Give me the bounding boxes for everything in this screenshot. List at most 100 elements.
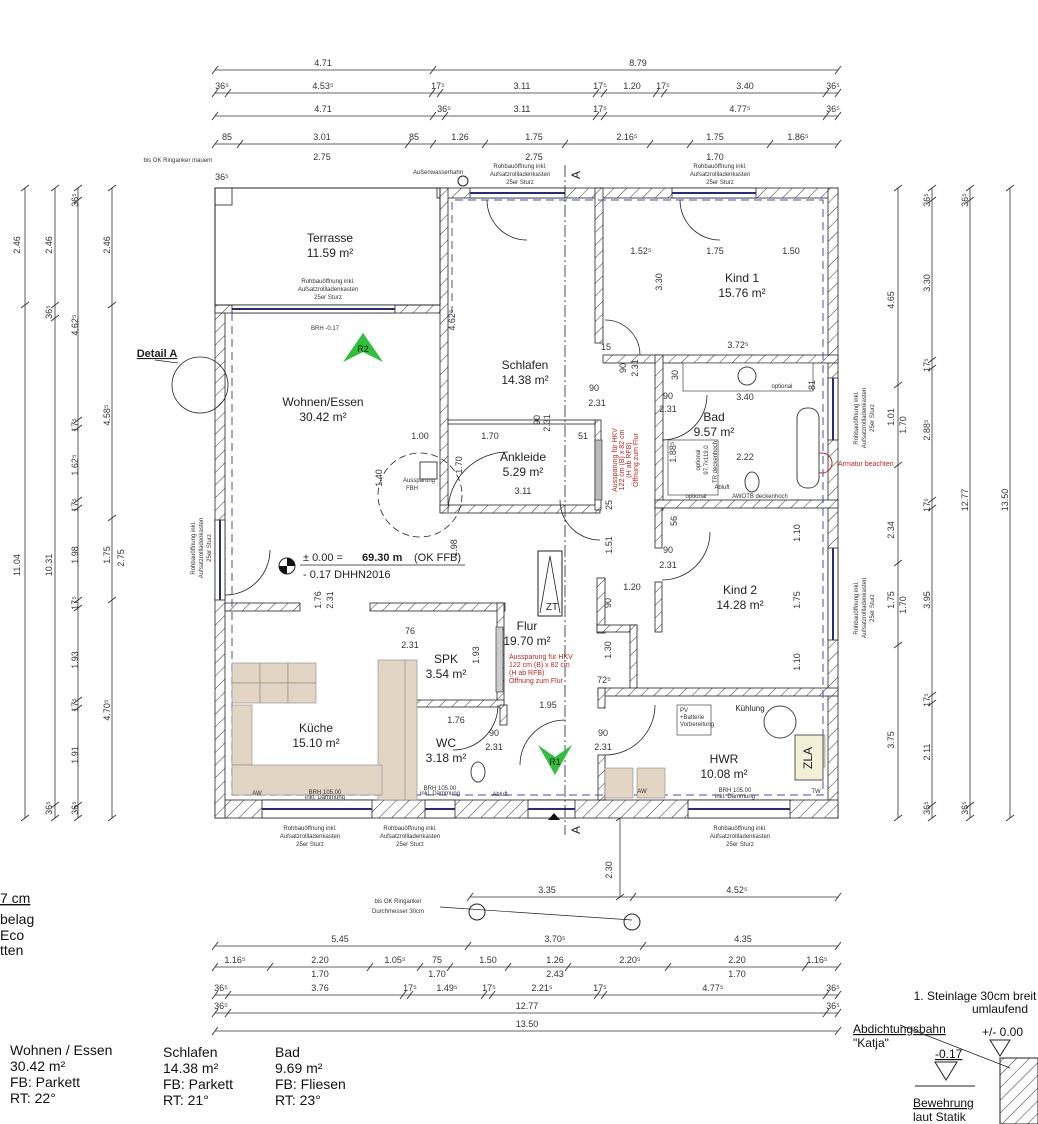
- dimension-label: 1.49⁵: [436, 983, 458, 993]
- legend-name: Bad: [275, 1044, 300, 1060]
- dimension-label: 1.98: [70, 546, 80, 564]
- dimension-lines: [20, 65, 1015, 1036]
- room-name-schlafen: Schlafen: [502, 358, 549, 372]
- dimension-label: 4.71: [314, 104, 332, 114]
- marker-r1-label: R1: [549, 757, 561, 767]
- dimension-label: 4.52⁵: [726, 885, 748, 895]
- dimension-label: 1.70: [898, 596, 908, 614]
- hkv-note: 122 cm (B) x 82 cm: [509, 662, 570, 669]
- dimension-label: 2.31: [542, 414, 552, 432]
- hkv-recess: [495, 626, 504, 693]
- kuehlung-label: Kühlung: [735, 704, 764, 713]
- room-name-bad: Bad: [703, 410, 724, 424]
- dimension-label: 5.45: [331, 934, 349, 944]
- rohbau-note: 25er Sturz: [726, 842, 754, 848]
- dimension-label: 2.20: [311, 955, 329, 965]
- dimension-label: 17⁵: [482, 983, 496, 993]
- rohbau-note: Aufsatzrollladenkasten: [199, 518, 205, 578]
- level-value: 69.30 m: [362, 552, 403, 564]
- dimension-label: 1.70: [311, 969, 329, 979]
- dimension-label: 4.77⁵: [729, 104, 751, 114]
- marker-r2-label: R2: [357, 344, 369, 354]
- dimension-label: 36⁵: [922, 801, 932, 815]
- dimension-label: 8.79: [629, 58, 647, 68]
- door-swing: [559, 499, 601, 541]
- room-name-terrasse: Terrasse: [307, 231, 353, 245]
- water-tap-label: Außenwasserhahn: [413, 170, 463, 176]
- dimension-label: 4.58⁵: [102, 404, 112, 426]
- dimension-label: 17⁵: [403, 983, 417, 993]
- fbh-label: Aussparung: [403, 478, 435, 484]
- toilet-icon: [744, 471, 760, 493]
- detail-section-label: -0.17: [935, 1047, 963, 1061]
- door-swing: [604, 704, 656, 756]
- rohbau-note: Rohbauöffnung inkl.: [854, 581, 860, 635]
- room-name-kind1: Kind 1: [725, 271, 759, 285]
- room-area-flur: 19.70 m²: [503, 634, 550, 648]
- cut-legend-text: Eco: [0, 927, 24, 943]
- section-arrow-icon: [548, 813, 560, 820]
- wall: [594, 187, 604, 344]
- room-area-kind2: 14.28 m²: [716, 598, 763, 612]
- furniture-block: [231, 764, 383, 796]
- wall: [369, 602, 506, 612]
- detail-a-circle: [171, 356, 229, 414]
- room-area-hwr: 10.08 m²: [700, 767, 747, 781]
- rohbau-note: Aufsatzrollladenkasten: [490, 172, 550, 178]
- dimension-label: 1.16⁵: [224, 955, 246, 965]
- dimension-label: 11.04: [12, 554, 22, 576]
- abluft-label: Abluft: [492, 792, 508, 798]
- dimension-label: 3.76: [311, 983, 329, 993]
- dimension-label: 3.11: [514, 81, 531, 91]
- dimension-label: 1.75: [525, 132, 543, 142]
- brh-label: BRH 105.00: [424, 786, 457, 792]
- room-name-wohnen: Wohnen/Essen: [282, 395, 363, 409]
- wall: [597, 687, 839, 697]
- dimension-label: 36⁵: [214, 983, 228, 993]
- rohbau-note: Rohbauöffnung inkl.: [493, 164, 547, 170]
- room-area-wc: 3.18 m²: [426, 751, 467, 765]
- cut-legend-text: 7 cm: [0, 890, 30, 906]
- dimension-label: 2.30: [604, 861, 614, 879]
- door-swing: [486, 199, 528, 241]
- dimension-label: 56: [669, 516, 679, 526]
- dimension-label: 1.75: [886, 591, 896, 609]
- abluft-label: Abluft: [714, 485, 730, 491]
- toilet-icon: [470, 761, 486, 783]
- room-area-kueche: 15.10 m²: [292, 736, 339, 750]
- detail-section-label: Bewehrung: [913, 1096, 974, 1110]
- room-name-kueche: Küche: [299, 721, 333, 735]
- rohbau-note: 25er Sturz: [314, 295, 342, 301]
- dimension-label: 1.86⁵: [787, 132, 809, 142]
- dimension-label: 2.75: [313, 152, 331, 162]
- dimension-label: 17⁵: [593, 104, 607, 114]
- dimension-label: 90: [603, 598, 613, 608]
- legend-area: 30.42 m²: [10, 1058, 66, 1074]
- legend-floor: FB: Fliesen: [275, 1076, 346, 1092]
- dimension-label: 2.88⁵: [922, 419, 932, 441]
- dimension-label: 76: [405, 626, 415, 636]
- dimension-label: 1.70: [898, 416, 908, 434]
- dimension-label: 17⁵: [593, 81, 607, 91]
- dimension-label: 4.62⁵: [70, 314, 80, 336]
- dimension-label: 1.40: [374, 469, 384, 487]
- wall: [654, 581, 663, 633]
- dimension-label: 17⁵: [70, 418, 80, 432]
- dimension-label: 3.70⁵: [544, 934, 566, 944]
- dimension-label: 1.52⁵: [630, 246, 652, 256]
- level-dhhn: - 0.17 DHHN2016: [303, 569, 390, 581]
- dimension-label: 2.43: [546, 969, 564, 979]
- dimension-label: 1.75: [102, 546, 112, 564]
- ringanker-note: bis OK Ringanker mauern: [143, 158, 212, 164]
- room-area-wohnen: 30.42 m²: [299, 410, 346, 424]
- dimension-label: 1.91: [70, 746, 80, 764]
- room-area-ankleide: 5.29 m²: [503, 465, 544, 479]
- wall: [447, 419, 596, 425]
- dimension-label: 4.77⁵: [702, 983, 724, 993]
- section-label: A: [569, 171, 583, 179]
- dimension-label: 90: [598, 728, 608, 738]
- dimension-label: 17⁵: [70, 698, 80, 712]
- hkv-note: 122 cm (B) x 82 cm: [619, 429, 626, 490]
- wall: [597, 754, 606, 801]
